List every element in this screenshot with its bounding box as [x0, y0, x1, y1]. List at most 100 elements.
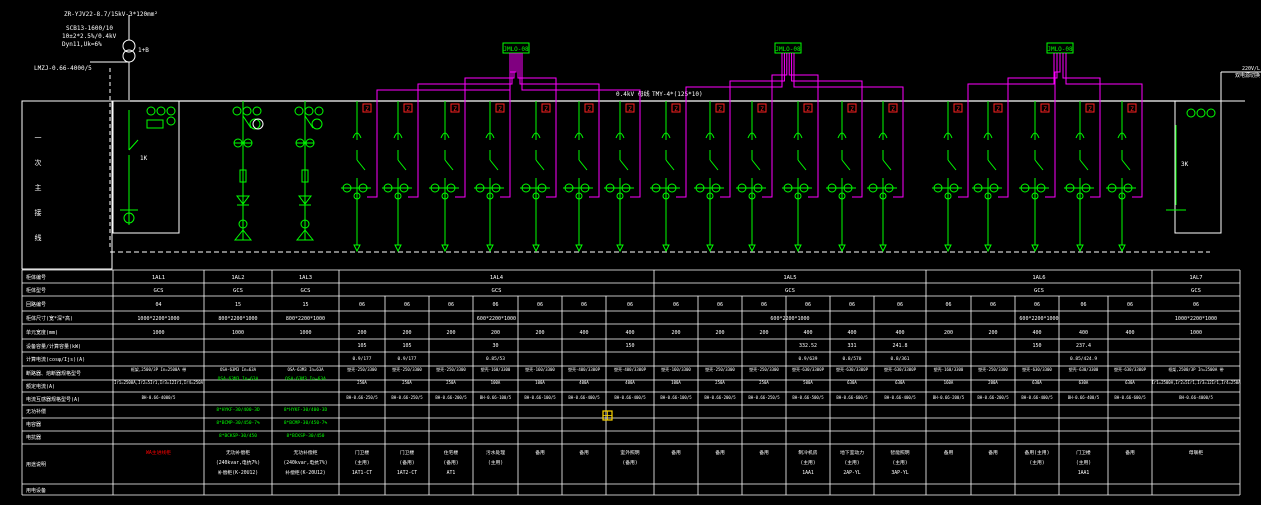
- row-label: 用电设备: [26, 487, 46, 494]
- usage-text: 无功补偿柜: [226, 449, 250, 456]
- breaker-letter: Z: [996, 106, 1000, 113]
- row-label: 电流互感器规格型号(A): [26, 396, 80, 403]
- arc-icon: [574, 132, 584, 139]
- circuit-number: 04: [155, 302, 161, 308]
- feeder: Z: [341, 101, 372, 253]
- feeder: Z: [867, 101, 898, 253]
- capacitor-bank-icon: [233, 229, 253, 241]
- unit-width: 400: [847, 330, 856, 336]
- meter-icon: [311, 118, 323, 130]
- feeder: Z: [972, 101, 1003, 253]
- bus-duct-line: [1065, 53, 1143, 198]
- feeder: Z: [474, 101, 505, 253]
- row-label: 电抗器: [26, 434, 41, 441]
- switch-blade-icon: [665, 159, 675, 171]
- breaker-spec: 塑壳-630/3300P: [884, 366, 917, 372]
- arrow-icon: [532, 244, 540, 253]
- arrow-icon: [944, 244, 952, 253]
- breaker-letter: Z: [1088, 106, 1092, 113]
- cabinet-id: 1AL2: [231, 275, 244, 281]
- rated-current: 250A: [402, 380, 412, 385]
- current-value: 0.9/639: [799, 356, 818, 362]
- incoming-ct-spec: LMZJ-0.66-4000/5: [34, 65, 92, 72]
- breaker-spec: 塑壳-250/3300: [705, 366, 735, 372]
- ct-spec: BH-0.66-100/5: [660, 395, 692, 400]
- bus-duct-line: [720, 53, 785, 198]
- circuit-number: 06: [897, 302, 903, 308]
- ct-spec: BH-0.66-250/5: [346, 395, 378, 400]
- ct-icon: [794, 192, 802, 200]
- incoming-notes: ZR-YJV22-8.7/15kV-3*120mm² SCB13-1600/10…: [34, 11, 703, 98]
- left-caption-char: 线: [35, 233, 42, 242]
- rated-current: 250A: [446, 380, 456, 385]
- ct-icon: [1031, 192, 1039, 200]
- capacitor-bank-icon: [295, 229, 315, 241]
- arc-icon: [1117, 132, 1127, 139]
- usage-text: (主用): [354, 459, 369, 466]
- breaker-letter: Z: [587, 106, 591, 113]
- compensation-spec: 8*HYKF-30/400-3D: [284, 407, 328, 413]
- breaker-letter: Z: [365, 106, 369, 113]
- usage-text: 1AA1: [1078, 470, 1090, 476]
- breaker-spec: 框架,2500/3P In=2500A 带: [1168, 366, 1223, 372]
- ct-spec: BH-0.66-100/5: [524, 395, 556, 400]
- rated-current: 630A: [1125, 380, 1135, 385]
- arc-icon: [943, 132, 953, 139]
- bus-duct-line: [958, 53, 1055, 198]
- row-label: 柜体型号: [26, 287, 46, 294]
- compensation-spec: 8*BCMP-30/450-7%: [216, 420, 260, 426]
- ct-spec: BH-0.66-200/5: [435, 395, 467, 400]
- arrow-icon: [748, 244, 756, 253]
- breaker-letter: Z: [674, 106, 678, 113]
- breaker-indicator: [757, 103, 767, 113]
- unit-width: 200: [357, 330, 366, 336]
- cabinet-dims: 1000*2200*1000: [137, 316, 179, 322]
- breaker-indicator: [541, 103, 551, 113]
- meter-icon: [252, 118, 264, 130]
- bus-duct-line: [517, 53, 557, 198]
- feeder: Z: [826, 101, 857, 253]
- usage-text: 备用: [579, 449, 589, 456]
- current-value: 0.9/177: [353, 356, 372, 362]
- breaker-spec: OSA-63M3 In=63A: [220, 367, 257, 372]
- busbar-label: 0.4kV 母线: [616, 90, 650, 98]
- cabinet-id: 1AL6: [1032, 275, 1045, 281]
- rated-current: Ir1=2500A,Ir2=5Ir1,Ir3=12Ir1,Ir4=250A: [114, 380, 204, 385]
- switch-blade-icon: [356, 159, 366, 171]
- arrow-icon: [353, 244, 361, 253]
- arc-icon: [1075, 132, 1085, 139]
- cabinet-dims: 600*2200*1000: [477, 316, 516, 322]
- ct-spec: BH-0.66-600/5: [836, 395, 868, 400]
- rated-current: 500A: [803, 380, 813, 385]
- row-label: 无功补偿: [26, 408, 46, 415]
- arc-icon: [983, 132, 993, 139]
- ct-spec: BH-0.66-400/5: [884, 395, 916, 400]
- breaker-spec: 塑壳-630/3300P: [792, 366, 825, 372]
- capacity-value: 105: [402, 343, 411, 349]
- bus-duct-line: [519, 53, 600, 198]
- busbar-spec: TMY-4*(125*10): [652, 91, 703, 98]
- row-label: 单元宽度(mm): [26, 329, 58, 336]
- arc-icon: [352, 132, 362, 139]
- breaker-spec: OSA-63M3 In=63A: [287, 367, 324, 372]
- feeder: Z: [782, 101, 813, 253]
- fuse-icon: [301, 169, 309, 183]
- breaker-letter: Z: [850, 106, 854, 113]
- rated-current: 200A: [988, 380, 998, 385]
- row-label: 用途说明: [26, 461, 46, 468]
- ct-icon: [984, 192, 992, 200]
- unit-width: 200: [671, 330, 680, 336]
- incoming-cabinet: 1K: [112, 100, 180, 234]
- arc-icon: [485, 132, 495, 139]
- ct-icon: [1118, 192, 1126, 200]
- circuit-number: 06: [627, 302, 633, 308]
- circuit-number: 15: [235, 302, 241, 308]
- bus-duct-line: [1062, 53, 1101, 198]
- right-note-2: 双电源切换: [1235, 72, 1260, 79]
- breaker-letter: Z: [760, 106, 764, 113]
- usage-text: 门卫楼: [1076, 449, 1091, 456]
- unit-width: 1000: [299, 330, 311, 336]
- circuit-number: 06: [1193, 302, 1199, 308]
- circuit-number: 06: [849, 302, 855, 308]
- switch-blade-icon: [882, 159, 892, 171]
